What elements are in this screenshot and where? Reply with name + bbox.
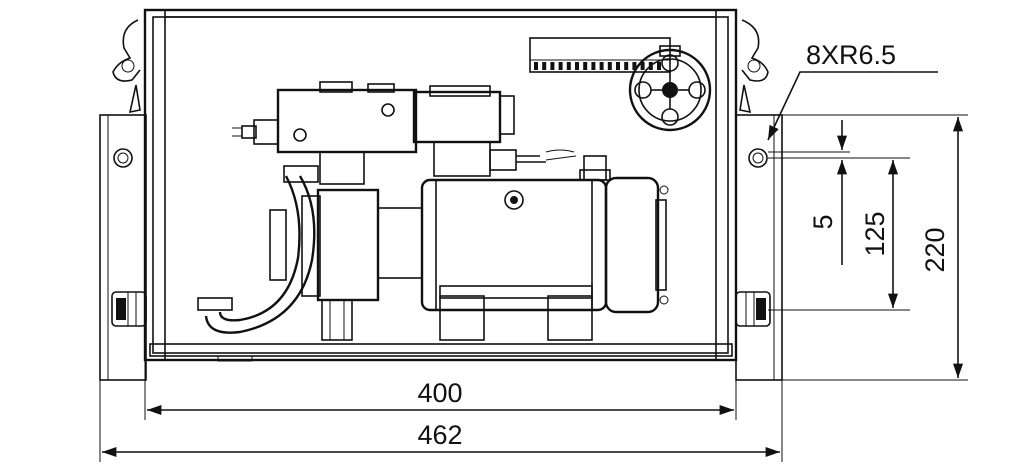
dimension-inner-width: 400: [417, 378, 462, 408]
terminal-tooth: [550, 62, 555, 70]
terminal-tooth: [616, 62, 620, 70]
dimension-hole-offset: 5: [808, 214, 838, 229]
terminal-tooth: [599, 62, 604, 70]
dimension-hole-spacing: 125: [860, 211, 890, 256]
hydraulic-hose: [197, 165, 319, 334]
terminal-tooth: [583, 62, 588, 70]
valve-block: [232, 81, 577, 185]
rotary-connector: [628, 45, 712, 132]
terminal-tooth: [566, 62, 571, 70]
electric-motor: [420, 155, 669, 341]
terminal-tooth: [607, 62, 612, 70]
hole-callout-label: 8XR6.5: [806, 40, 896, 70]
dimension-overall-height: 220: [920, 227, 950, 272]
terminal-tooth: [558, 62, 563, 70]
left-lifting-hook: [112, 19, 141, 114]
terminal-tooth: [632, 62, 637, 70]
terminal-tooth: [542, 62, 547, 70]
dimension-overall-width: 462: [417, 420, 462, 450]
right-mounting-bracket: [735, 114, 783, 381]
terminal-tooth: [591, 62, 596, 70]
right-lifting-hook: [739, 19, 769, 114]
pump-coupling: [269, 188, 423, 341]
terminal-tooth: [624, 62, 629, 70]
terminal-tooth: [657, 62, 661, 70]
terminal-tooth: [640, 62, 645, 70]
terminal-tooth: [534, 62, 538, 70]
left-mounting-bracket: [99, 114, 147, 381]
terminal-tooth: [575, 62, 579, 70]
right-bottom-mount: [735, 291, 771, 327]
dimension-lines: [99, 114, 968, 462]
hole-callout-leader: [767, 71, 938, 141]
left-bottom-mount: [111, 291, 147, 327]
